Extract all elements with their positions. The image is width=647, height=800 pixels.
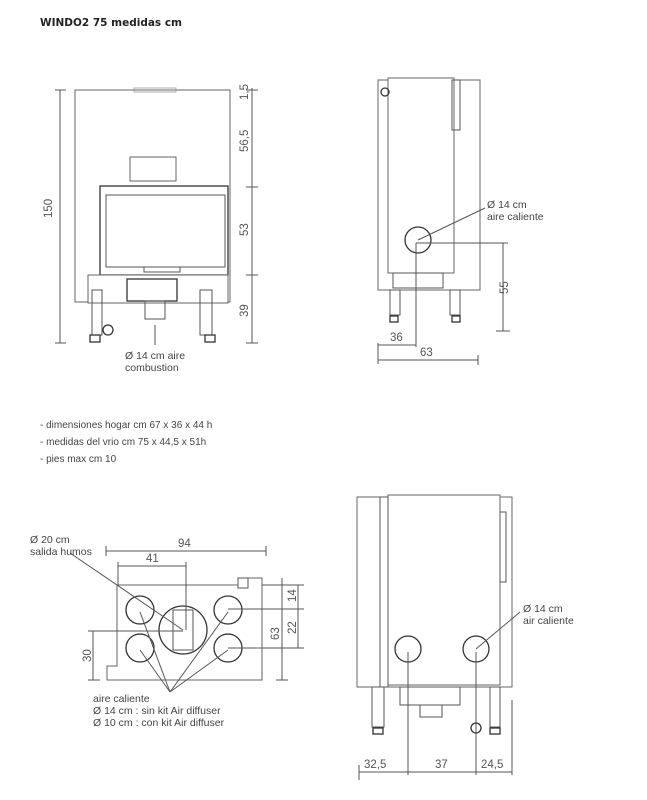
combustion-label-2: combustion bbox=[125, 362, 179, 374]
dim-top-depth: 63 bbox=[270, 627, 282, 640]
note-feet-max: - pies max cm 10 bbox=[40, 454, 117, 465]
dim-height-total: 150 bbox=[43, 199, 55, 218]
front-vent-plate bbox=[129, 156, 177, 182]
front-wheel bbox=[102, 324, 114, 336]
front-view: 150 1,5 56,5 53 39 Ø 14 cm aire combusti… bbox=[43, 84, 258, 374]
hot-air-outlet-2 bbox=[213, 595, 243, 625]
dim-base: 39 bbox=[239, 304, 251, 317]
side-view: Ø 14 cm aire caliente 55 36 63 bbox=[377, 77, 544, 365]
front-foot-right bbox=[204, 334, 216, 343]
dim-14: 14 bbox=[287, 589, 299, 602]
note-glass-dimensions: - medidas del vrio cm 75 x 44,5 x 51h bbox=[40, 437, 206, 448]
dim-side-partial: 36 bbox=[390, 332, 403, 344]
flue-outlet bbox=[158, 605, 208, 655]
dim-top: 1,5 bbox=[239, 84, 251, 100]
dim-22: 22 bbox=[287, 621, 299, 634]
combustion-air-duct bbox=[144, 300, 166, 320]
side-hot-air-label-1: Ø 14 cm bbox=[487, 199, 527, 211]
dim-30: 30 bbox=[82, 649, 94, 662]
dim-side-height: 55 bbox=[499, 281, 511, 294]
dim-back-center: 37 bbox=[435, 759, 448, 771]
note-hearth-dimensions: - dimensiones hogar cm 67 x 36 x 44 h bbox=[40, 420, 212, 431]
hot-air-label-3: Ø 10 cm : con kit Air diffuser bbox=[93, 717, 225, 729]
dim-flue-offset: 41 bbox=[146, 553, 159, 565]
dim-back-left: 32,5 bbox=[364, 759, 386, 771]
back-view: Ø 14 cm air caliente 32,5 37 24,5 bbox=[356, 494, 574, 780]
combustion-label-1: Ø 14 cm aire bbox=[125, 350, 185, 362]
back-hot-air-label-1: Ø 14 cm bbox=[523, 603, 563, 615]
flue-label-2: salida humos bbox=[30, 546, 92, 558]
hot-air-label-1: aire caliente bbox=[93, 693, 150, 705]
back-hot-air-label-2: air caliente bbox=[523, 615, 574, 627]
dim-side-total: 63 bbox=[420, 347, 433, 359]
back-body bbox=[387, 494, 501, 686]
front-panel bbox=[74, 89, 231, 303]
front-foot-left bbox=[89, 334, 101, 343]
dim-glass: 53 bbox=[239, 223, 251, 236]
side-hot-air-outlet bbox=[404, 226, 432, 254]
dim-upper: 56,5 bbox=[239, 130, 251, 152]
dim-back-right: 24,5 bbox=[481, 759, 503, 771]
drawing-title: WINDO2 75 medidas cm bbox=[40, 17, 182, 29]
top-view: Ø 20 cm salida humos 94 41 63 14 22 30 a… bbox=[30, 534, 304, 729]
hot-air-label-2: Ø 14 cm : sin kit Air diffuser bbox=[93, 705, 221, 717]
side-body bbox=[387, 77, 455, 274]
side-hot-air-label-2: aire caliente bbox=[487, 211, 544, 223]
dim-top-width: 94 bbox=[178, 538, 191, 550]
flue-label-1: Ø 20 cm bbox=[30, 534, 70, 546]
